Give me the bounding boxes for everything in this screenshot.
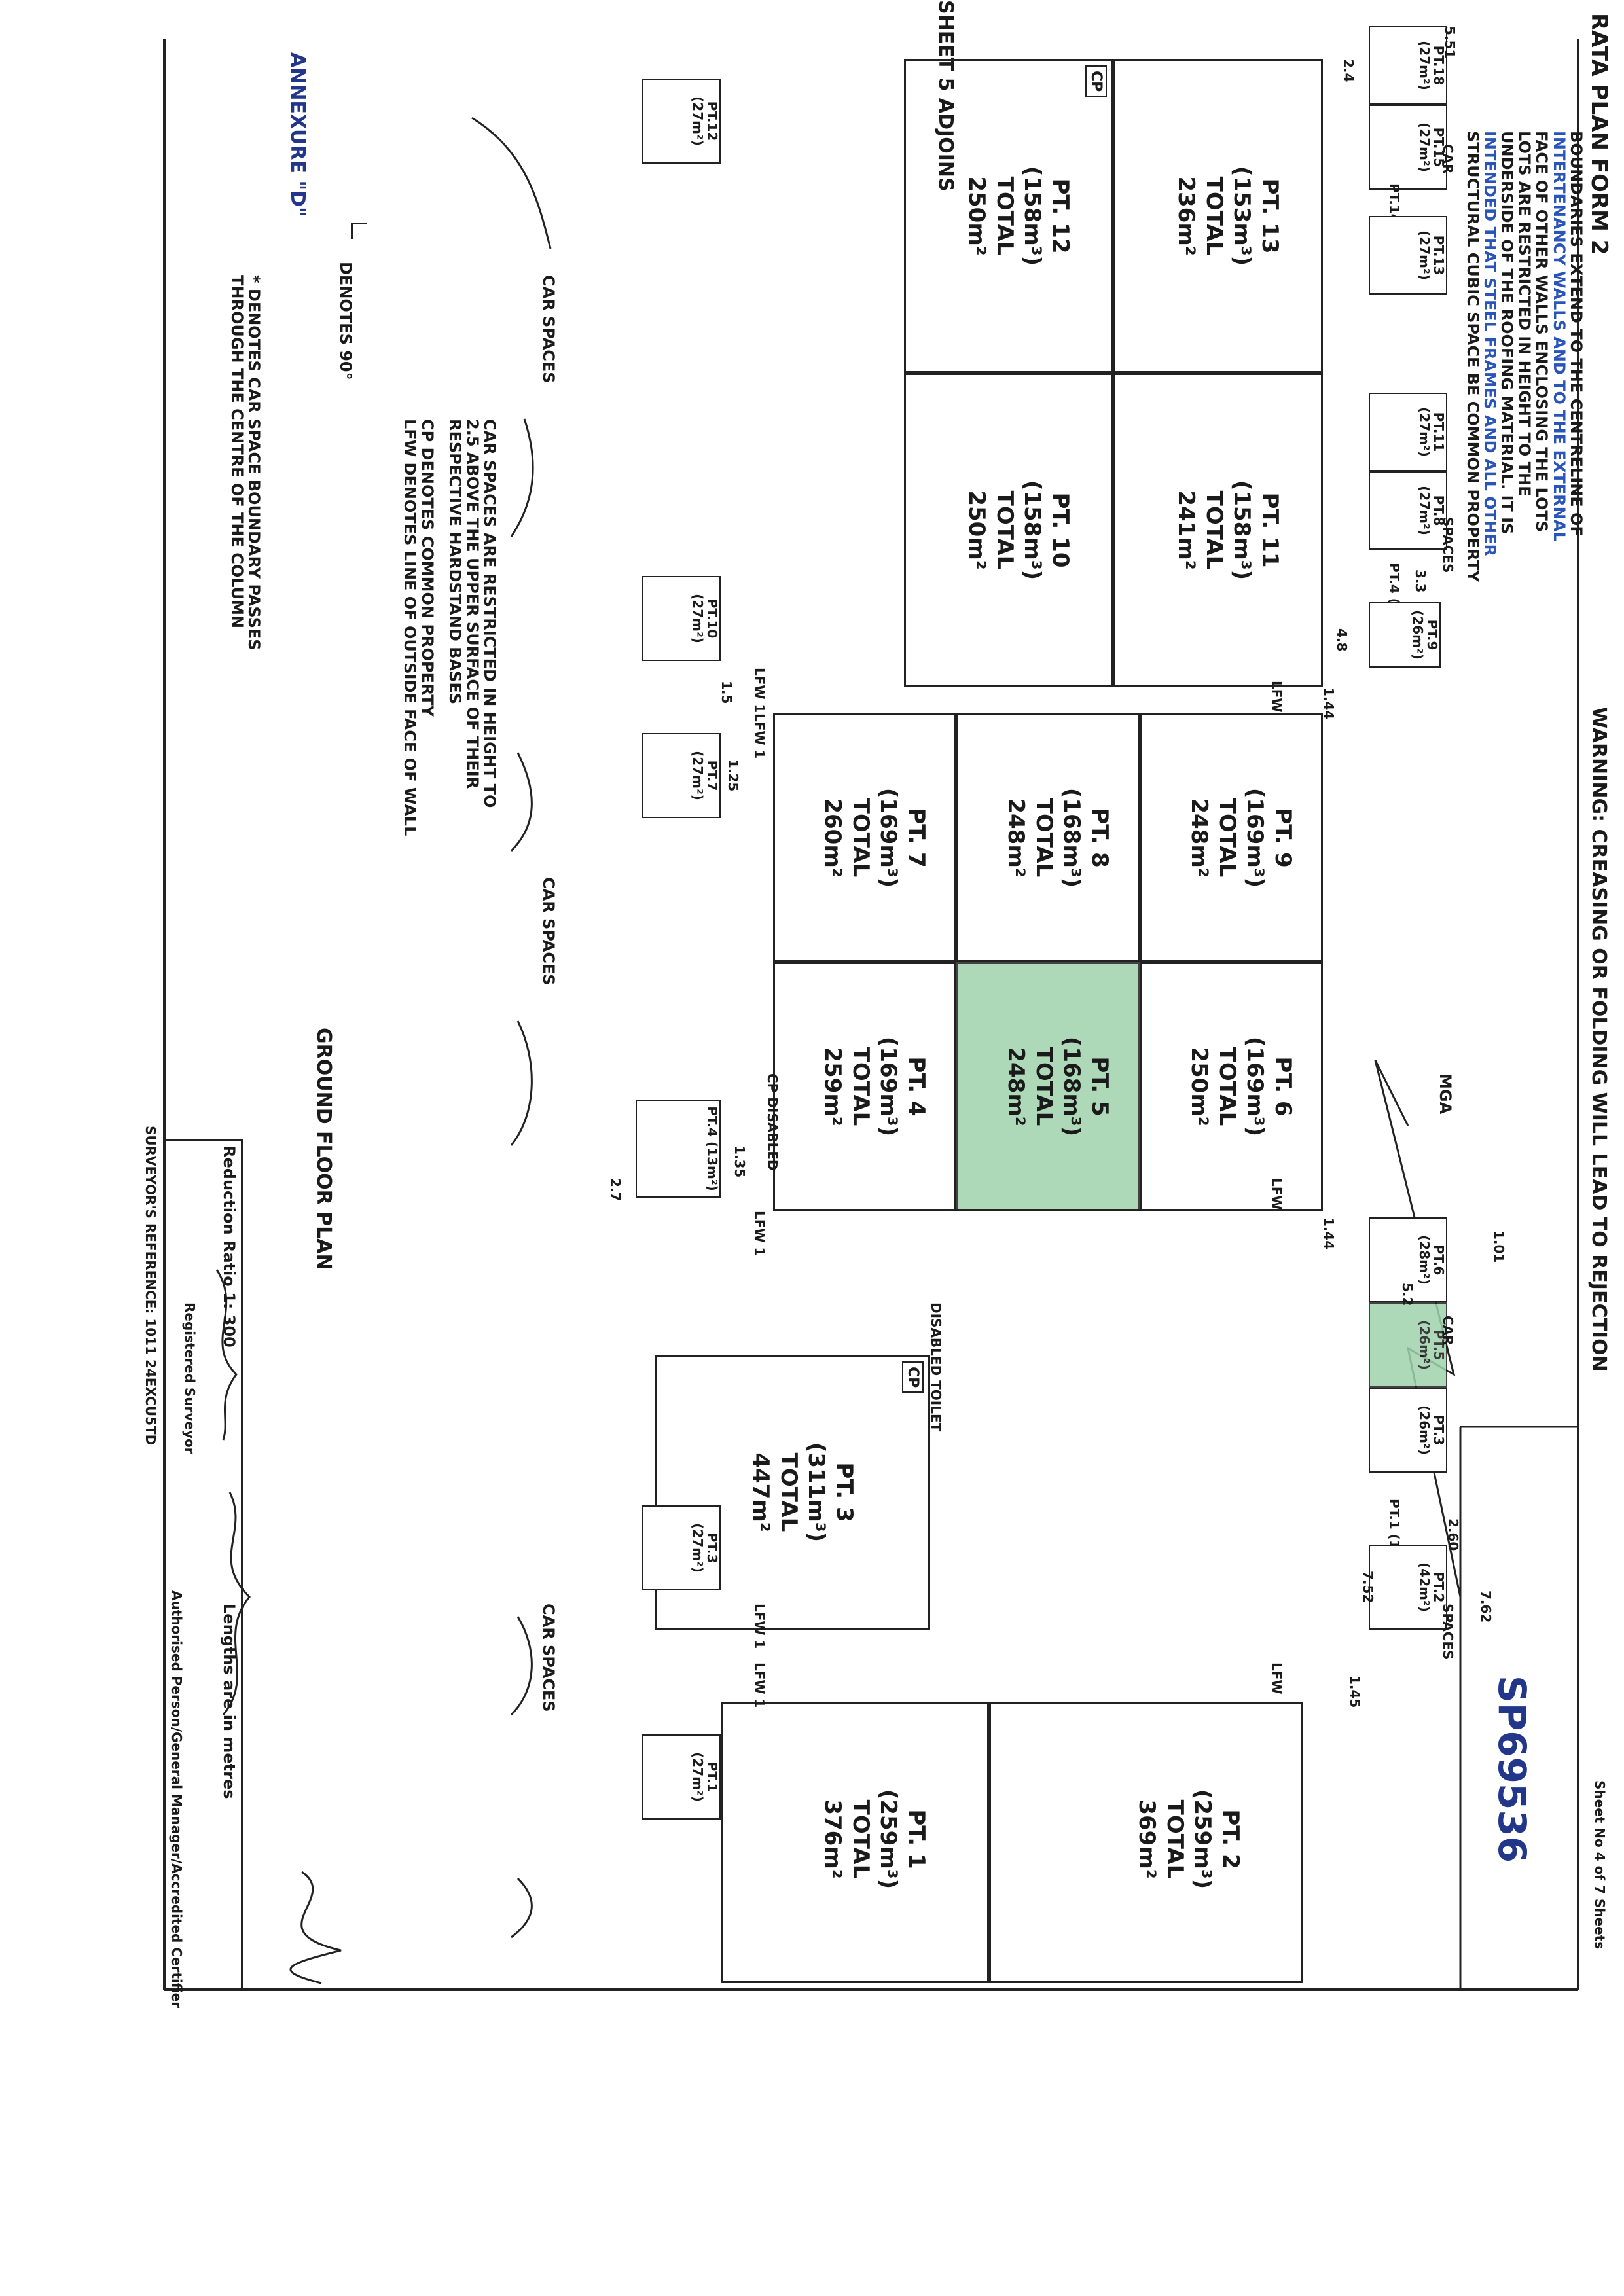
lfw1-e: LFW 1 — [751, 1662, 767, 1708]
lfw-note: LFW DENOTES LINE OF OUTSIDE FACE OF WALL — [401, 419, 420, 836]
cp-block-a: CP — [1085, 65, 1107, 98]
dim-33: 3.3 — [1413, 569, 1428, 593]
authorised-person: Authorised Person/General Manager/Accred… — [169, 1590, 185, 2009]
annexure-label: ANNEXURE "D" — [286, 52, 309, 217]
car-bay-pt1-lower: PT.1 (27m²) — [642, 1734, 721, 1820]
car-bay-pt10: PT.10 (27m²) — [642, 576, 721, 661]
star-note: * DENOTES CAR SPACE BOUNDARY PASSES THRO… — [227, 275, 263, 651]
car-label-right: CAR — [1440, 1316, 1456, 1346]
car-label-top: CAR — [1440, 144, 1456, 174]
car-bay-pt8: PT.8 (27m²) — [1369, 471, 1447, 550]
cp-note: CP DENOTES COMMON PROPERTY — [418, 419, 437, 717]
car-bay-pt2: PT.2 (42m²) — [1369, 1545, 1447, 1630]
denotes-90-note: DENOTES 90° — [336, 262, 355, 380]
car-bay-pt4-lower: PT.4 (13m²) — [636, 1100, 721, 1198]
ground-floor-plan-title: GROUND FLOOR PLAN — [312, 1028, 335, 1270]
plan-number: SP69536 — [1490, 1676, 1534, 1863]
reduction-ratio: Reduction Ratio 1: 300 — [220, 1145, 238, 1348]
disabled-toilet: DISABLED TOILET — [928, 1302, 944, 1432]
car-bay-pt3: PT.3 (26m²) — [1369, 1388, 1447, 1473]
boundaries-note: BOUNDARIES EXTEND TO THE CENTRELINE OF I… — [1463, 131, 1585, 582]
lfw1-c: LFW 1 — [751, 1211, 767, 1257]
dim-135: 1.35 — [732, 1145, 748, 1178]
dim-551: 5.51 — [1442, 26, 1458, 59]
car-bay-pt13: PT.13 (27m²) — [1369, 216, 1447, 295]
car-bay-pt3-lower: PT.3 (27m²) — [642, 1505, 721, 1590]
car-bay-pt15: PT.15 (27m²) — [1369, 105, 1447, 190]
car-bay-pt5: PT.5 (26m²) — [1369, 1302, 1447, 1388]
car-bay-pt11: PT.11 (27m²) — [1369, 393, 1447, 471]
dim-24: 2.4 — [1341, 59, 1356, 82]
dim-144: 1.44 — [1321, 687, 1337, 720]
dim-260: 2.60 — [1445, 1518, 1461, 1551]
dim-101: 1.01 — [1491, 1230, 1507, 1263]
car-space-restriction-note: CAR SPACES ARE RESTRICTED IN HEIGHT TO 2… — [401, 419, 499, 836]
mga-label: MGA — [1436, 1073, 1454, 1115]
dim-27: 2.7 — [607, 1178, 623, 1202]
dim-15: 1.5 — [719, 681, 734, 704]
warning-text: WARNING: CREASING OR FOLDING WILL LEAD T… — [1587, 707, 1610, 1372]
dim-144b: 1.44 — [1321, 1217, 1337, 1250]
car-spaces-label-1: CAR SPACES — [539, 275, 558, 384]
registered-surveyor: Registered Surveyor — [182, 1302, 198, 1454]
spaces-label-right: SPACES — [1440, 1604, 1456, 1660]
car-bay-pt7: PT.7 (27m²) — [642, 733, 721, 818]
surveyors-reference: SURVEYOR'S REFERENCE: 1011 24EXCU5TD — [143, 1126, 158, 1446]
dim-145: 1.45 — [1347, 1676, 1363, 1708]
lengths-note: Lengths are in metres — [220, 1604, 238, 1799]
car-bay-pt18: PT.18 (27m²) — [1369, 26, 1447, 105]
right-angle-icon — [351, 223, 367, 239]
sheet-number: Sheet No 4 of 7 Sheets — [1592, 1780, 1608, 1950]
dim-48: 4.8 — [1334, 628, 1350, 652]
lfw1-a: LFW 1 — [751, 668, 767, 713]
car-spaces-label-2: CAR SPACES — [539, 877, 558, 986]
cp-block-c: CP — [902, 1361, 924, 1393]
lfw-top-3: LFW — [1269, 1662, 1284, 1695]
car-spaces-label-3: CAR SPACES — [539, 1604, 558, 1712]
cp-disabled: CP DISABLED — [765, 1073, 780, 1171]
dim-125: 1.25 — [725, 759, 741, 792]
car-bay-pt12: PT.12 (27m²) — [642, 79, 721, 164]
lfw1-b: LFW 1 — [751, 713, 767, 759]
lfw1-d: LFW 1 — [751, 1604, 767, 1649]
dim-52: 5.2 — [1399, 1283, 1415, 1306]
dim-752: 7.52 — [1360, 1571, 1376, 1604]
dim-762: 7.62 — [1478, 1590, 1494, 1623]
spaces-label-top: SPACES — [1440, 517, 1456, 573]
form-title: RATA PLAN FORM 2 — [1586, 13, 1612, 255]
car-bay-pt9: PT.9 (26m²) — [1369, 602, 1441, 668]
